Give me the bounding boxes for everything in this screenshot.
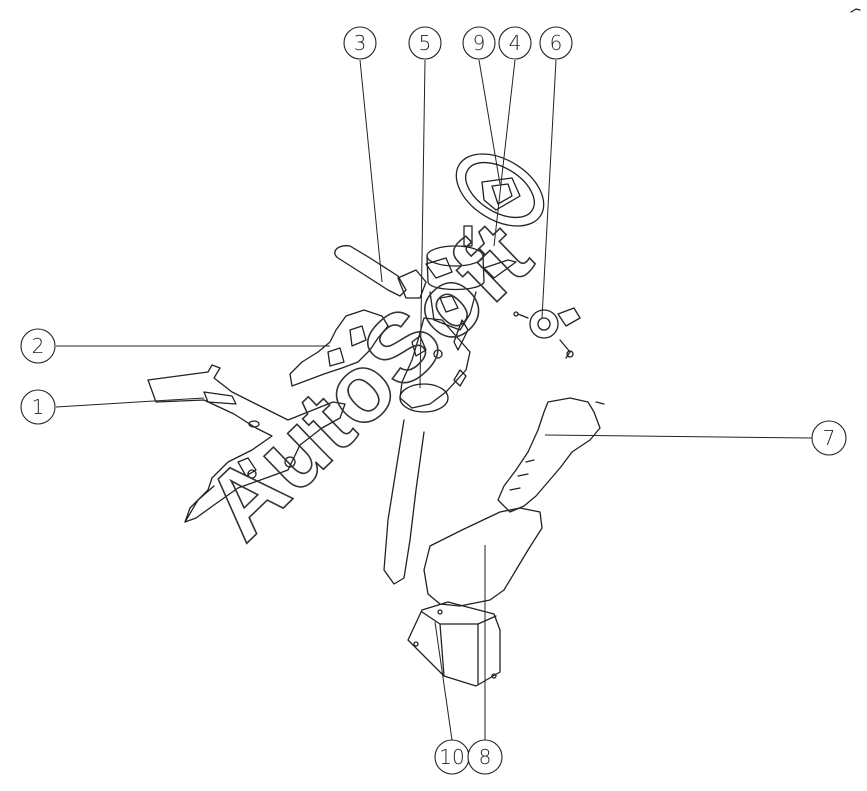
part-3-switch-lever xyxy=(334,245,453,299)
corner-mark xyxy=(850,8,861,13)
callout-10: 10 xyxy=(434,739,470,775)
callout-label-7: 7 xyxy=(823,426,836,450)
callout-label-2: 2 xyxy=(32,334,45,358)
callout-1: 1 xyxy=(20,389,56,425)
callout-label-8: 8 xyxy=(479,745,492,769)
callout-6: 6 xyxy=(539,26,573,60)
callout-8: 8 xyxy=(467,739,503,775)
part-2-shroud xyxy=(289,309,389,387)
callout-label-4: 4 xyxy=(509,31,522,55)
callout-5: 5 xyxy=(408,26,442,60)
part-5-steering-column xyxy=(383,317,471,585)
callout-label-1: 1 xyxy=(32,395,45,419)
callout-label-5: 5 xyxy=(419,31,432,55)
callout-label-6: 6 xyxy=(550,31,563,55)
part-9-steering-wheel xyxy=(455,153,545,227)
part-1-bracket xyxy=(147,364,346,523)
part-8-lower-cover xyxy=(423,507,543,607)
part-7-upper-cover xyxy=(497,397,605,513)
part-4-column-head xyxy=(426,225,517,331)
callout-7: 7 xyxy=(811,420,847,456)
callout-2: 2 xyxy=(20,328,56,364)
callout-9: 9 xyxy=(462,26,496,60)
callout-3: 3 xyxy=(343,26,377,60)
callout-label-10: 10 xyxy=(439,745,464,769)
watermark-text: AutoSoft xyxy=(185,202,551,560)
callout-label-9: 9 xyxy=(473,31,486,55)
callout-4: 4 xyxy=(498,26,532,60)
leader-lines xyxy=(55,59,813,741)
callout-label-3: 3 xyxy=(354,31,367,55)
watermark: AutoSoft xyxy=(184,201,551,561)
part-10-base xyxy=(407,601,501,687)
part-6-switch-assembly xyxy=(513,307,581,359)
